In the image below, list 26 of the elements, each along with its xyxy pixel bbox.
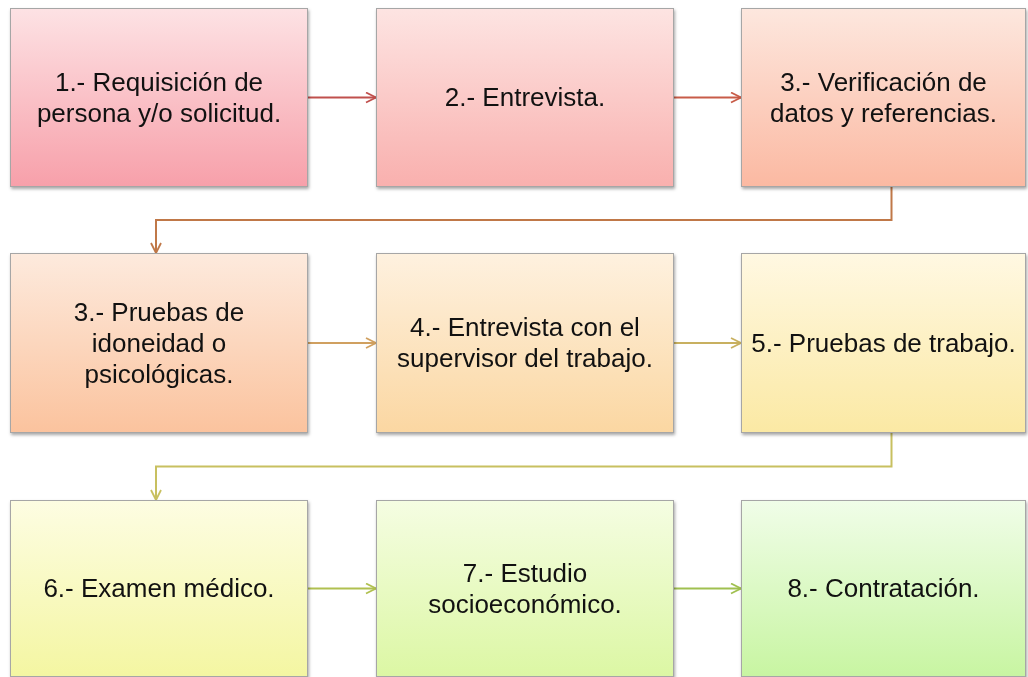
arrow [673, 582, 742, 595]
step-label: 5.- Pruebas de trabajo. [750, 327, 1017, 359]
arrow [307, 582, 377, 595]
arrow [673, 91, 742, 104]
arrow [673, 337, 742, 349]
step-label: 1.- Requisición de persona y/o solicitud. [35, 66, 283, 129]
step-label: 6.- Examen médico. [42, 573, 276, 604]
process-box [376, 253, 674, 433]
arrow [150, 432, 893, 501]
process-box [741, 500, 1026, 677]
arrow [150, 186, 893, 254]
step-label: 3.- Verificación de datos y referencias. [769, 66, 998, 129]
step-label: 3.- Pruebas de idoneidad o psicológicas. [72, 296, 246, 390]
process-box [10, 8, 308, 187]
process-box [10, 500, 308, 677]
process-box [741, 253, 1026, 433]
step-label: 8.- Contratación. [786, 573, 981, 604]
arrow [307, 337, 377, 349]
process-box [741, 8, 1026, 187]
step-label: 2.- Entrevista. [443, 82, 607, 113]
step-label: 4.- Entrevista con el supervisor del trabajo. [396, 312, 654, 374]
process-box [10, 253, 308, 433]
process-box [376, 500, 674, 677]
process-box [376, 8, 674, 187]
arrow [307, 91, 377, 104]
step-label: 7.- Estudio socioeconómico. [427, 557, 623, 620]
